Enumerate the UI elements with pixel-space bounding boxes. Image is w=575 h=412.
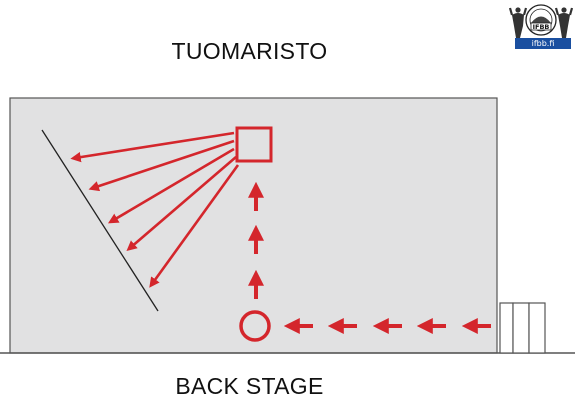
diagonal-line — [41, 129, 159, 312]
fan-arrows — [70, 131, 240, 288]
judges-label: TUOMARISTO — [171, 38, 328, 64]
logo-caption: ifbb.fi — [515, 38, 571, 49]
posing-square — [235, 126, 273, 163]
fan-arrow-4 — [126, 156, 237, 252]
fan-arrow-1 — [70, 131, 235, 163]
fan-arrow-5 — [149, 164, 240, 288]
backstage-label: BACK STAGE — [175, 373, 324, 399]
fan-arrow-3 — [107, 147, 235, 224]
start-circle — [239, 310, 271, 342]
logo-emblem-text: IFBB — [533, 23, 550, 31]
ifbb-logo-icon: IFBB — [509, 4, 573, 38]
fan-arrow-2 — [88, 139, 235, 192]
stage-steps — [499, 302, 546, 354]
stage-area — [9, 97, 498, 354]
